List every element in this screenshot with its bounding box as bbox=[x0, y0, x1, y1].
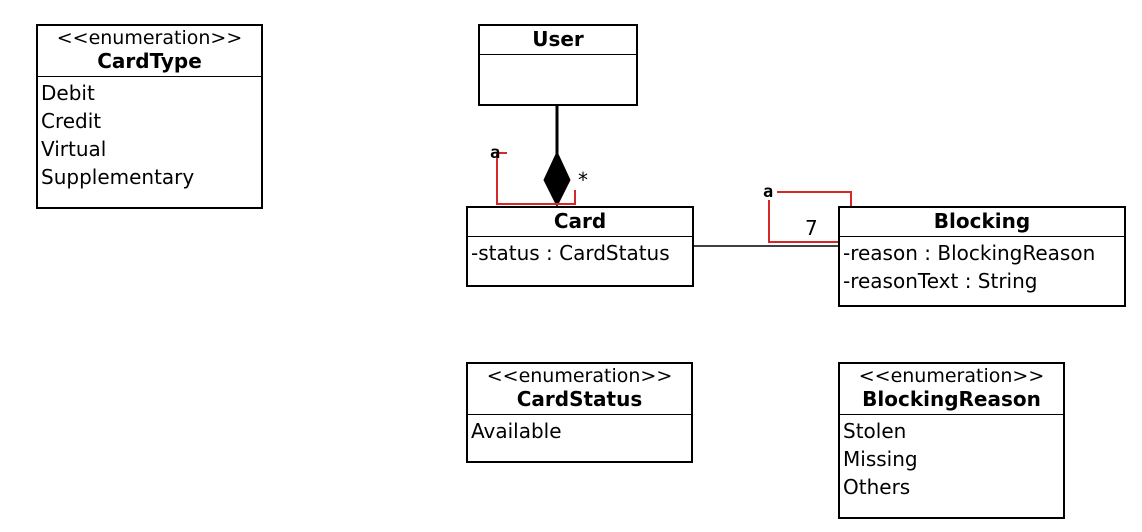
enum-literal: Debit bbox=[41, 81, 95, 105]
class-blocking-header: Blocking bbox=[840, 208, 1124, 237]
enum-literal: Others bbox=[843, 475, 911, 499]
attribute: -status : CardStatus bbox=[471, 241, 670, 265]
class-name: CardStatus bbox=[516, 387, 643, 411]
composition-anchor-loop bbox=[496, 152, 576, 205]
class-blocking-reason[interactable]: <<enumeration>> BlockingReason Stolen Mi… bbox=[838, 362, 1065, 519]
class-card-attributes: -status : CardStatus bbox=[468, 237, 692, 269]
enum-literal: Available bbox=[471, 419, 562, 443]
composition-multiplicity: * bbox=[578, 168, 588, 192]
attribute: -reasonText : String bbox=[843, 269, 1038, 293]
class-blocking[interactable]: Blocking -reason : BlockingReason -reaso… bbox=[838, 206, 1126, 307]
association-multiplicity: 7 bbox=[805, 216, 818, 240]
stereotype-label: <<enumeration>> bbox=[858, 365, 1045, 387]
class-user-header: User bbox=[480, 26, 636, 55]
stereotype-label: <<enumeration>> bbox=[486, 365, 673, 387]
class-card-status-header: <<enumeration>> CardStatus bbox=[468, 364, 691, 415]
enum-literal: Virtual bbox=[41, 137, 107, 161]
class-card-type[interactable]: <<enumeration>> CardType Debit Credit Vi… bbox=[36, 24, 263, 209]
class-name: User bbox=[532, 27, 584, 51]
composition-diamond-icon bbox=[543, 150, 571, 208]
class-blocking-reason-header: <<enumeration>> BlockingReason bbox=[840, 364, 1063, 415]
attribute: -reason : BlockingReason bbox=[843, 241, 1096, 265]
class-card[interactable]: Card -status : CardStatus bbox=[466, 206, 694, 287]
association-anchor-label: a bbox=[763, 182, 774, 202]
class-name: BlockingReason bbox=[862, 387, 1041, 411]
enum-literal: Missing bbox=[843, 447, 918, 471]
class-card-type-header: <<enumeration>> CardType bbox=[38, 26, 261, 77]
enum-literals: Stolen Missing Others bbox=[840, 415, 1063, 503]
enum-literal: Stolen bbox=[843, 419, 907, 443]
class-user-attributes bbox=[480, 55, 636, 59]
class-name: Card bbox=[553, 209, 607, 233]
class-card-header: Card bbox=[468, 208, 692, 237]
stereotype-label: <<enumeration>> bbox=[56, 27, 243, 49]
class-name: Blocking bbox=[933, 209, 1031, 233]
enum-literals: Debit Credit Virtual Supplementary bbox=[38, 77, 261, 193]
enum-literals: Available bbox=[468, 415, 691, 447]
enum-literal: Supplementary bbox=[41, 165, 195, 189]
class-blocking-attributes: -reason : BlockingReason -reasonText : S… bbox=[840, 237, 1124, 297]
class-name: CardType bbox=[97, 49, 202, 73]
class-card-status[interactable]: <<enumeration>> CardStatus Available bbox=[466, 362, 693, 463]
composition-anchor-label: a bbox=[490, 143, 501, 163]
enum-literal: Credit bbox=[41, 109, 102, 133]
class-user[interactable]: User bbox=[478, 24, 638, 106]
